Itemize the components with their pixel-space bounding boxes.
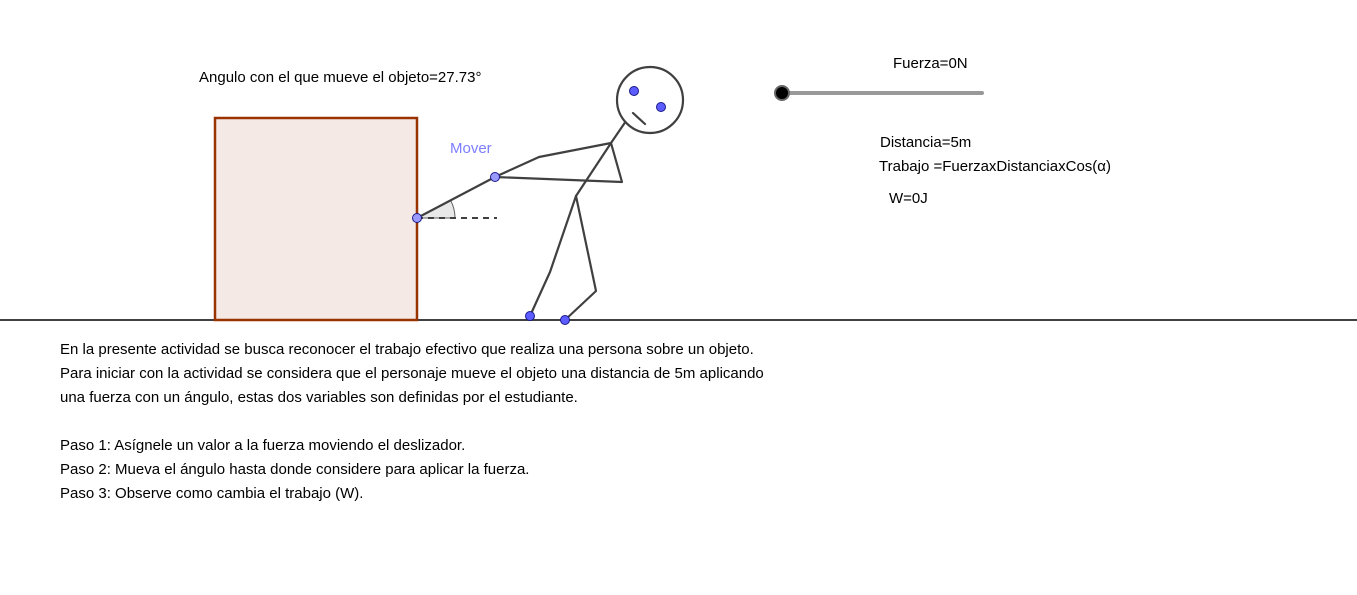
box-object: [213, 116, 419, 322]
stick-figure: [415, 119, 628, 322]
work-value-label: W=0J: [889, 190, 928, 207]
step-line: Paso 3: Observe como cambia el trabajo (…: [60, 485, 364, 502]
instruction-line: Para iniciar con la actividad se conside…: [60, 365, 764, 382]
leg-right: [563, 194, 598, 322]
mouth: [631, 111, 647, 126]
work-formula-label: Trabajo =FuerzaxDistanciaxCos(α): [879, 158, 1111, 175]
eye-right: [656, 102, 666, 112]
head: [615, 65, 685, 135]
hand-point[interactable]: [490, 172, 500, 182]
leg-left: [528, 194, 578, 318]
eye-left: [629, 86, 639, 96]
distance-label: Distancia=5m: [880, 134, 972, 151]
foot-left-point[interactable]: [525, 311, 535, 321]
instruction-line: En la presente actividad se busca recono…: [60, 341, 754, 358]
arm-upper: [493, 141, 613, 179]
step-line: Paso 1: Asígnele un valor a la fuerza mo…: [60, 437, 466, 454]
box-contact-point[interactable]: [412, 213, 422, 223]
force-slider-knob[interactable]: [774, 85, 790, 101]
rope-segment: [415, 175, 497, 220]
instruction-line: una fuerza con un ángulo, estas dos vari…: [60, 389, 578, 406]
foot-right-point[interactable]: [560, 315, 570, 325]
angle-label: Angulo con el que mueve el objeto=27.73°: [199, 69, 482, 86]
arm-lower: [493, 141, 624, 184]
neck: [609, 119, 628, 145]
instructions-text: En la presente actividad se busca recono…: [60, 338, 764, 506]
torso: [574, 141, 613, 198]
force-label: Fuerza=0N: [893, 55, 968, 72]
step-line: Paso 2: Mueva el ángulo hasta donde cons…: [60, 461, 530, 478]
spacer: [60, 410, 764, 434]
mover-button[interactable]: Mover: [450, 140, 492, 157]
